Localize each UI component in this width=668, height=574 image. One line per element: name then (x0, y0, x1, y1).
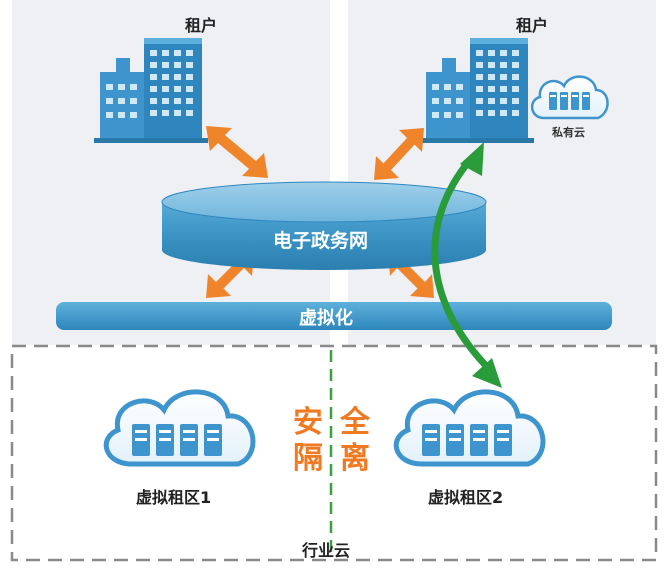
isolation-char-4: 离 (340, 441, 370, 476)
e-gov-network-cylinder (161, 181, 487, 270)
cloud-icon-zone-1 (103, 389, 256, 467)
virtualization-label: 虚拟化 (299, 308, 353, 329)
isolation-char-1: 安 (293, 405, 323, 440)
zone-2-label: 虚拟租区2 (428, 488, 504, 507)
private-cloud-label: 私有云 (552, 126, 585, 139)
private-cloud-icon (531, 75, 609, 120)
industry-cloud-label: 行业云 (302, 541, 351, 560)
e-gov-network-label: 电子政务网 (273, 230, 369, 252)
cloud-icon-zone-2 (393, 389, 546, 467)
tenant-label-left: 租户 (185, 16, 218, 35)
isolation-char-3: 隔 (293, 441, 323, 476)
tenant-label-right: 租户 (516, 16, 549, 35)
zone-1-label: 虚拟租区1 (136, 488, 212, 507)
arrow-private-cloud-to-zone-2 (431, 142, 502, 388)
industry-cloud-frame (10, 344, 658, 562)
isolation-char-2: 全 (340, 405, 370, 440)
building-icon-left (94, 38, 208, 143)
arrow-right-tenant-to-network (374, 128, 424, 180)
arrow-left-tenant-to-network (206, 126, 268, 178)
virtualization-bar (56, 302, 612, 330)
building-icon-right (420, 38, 534, 143)
